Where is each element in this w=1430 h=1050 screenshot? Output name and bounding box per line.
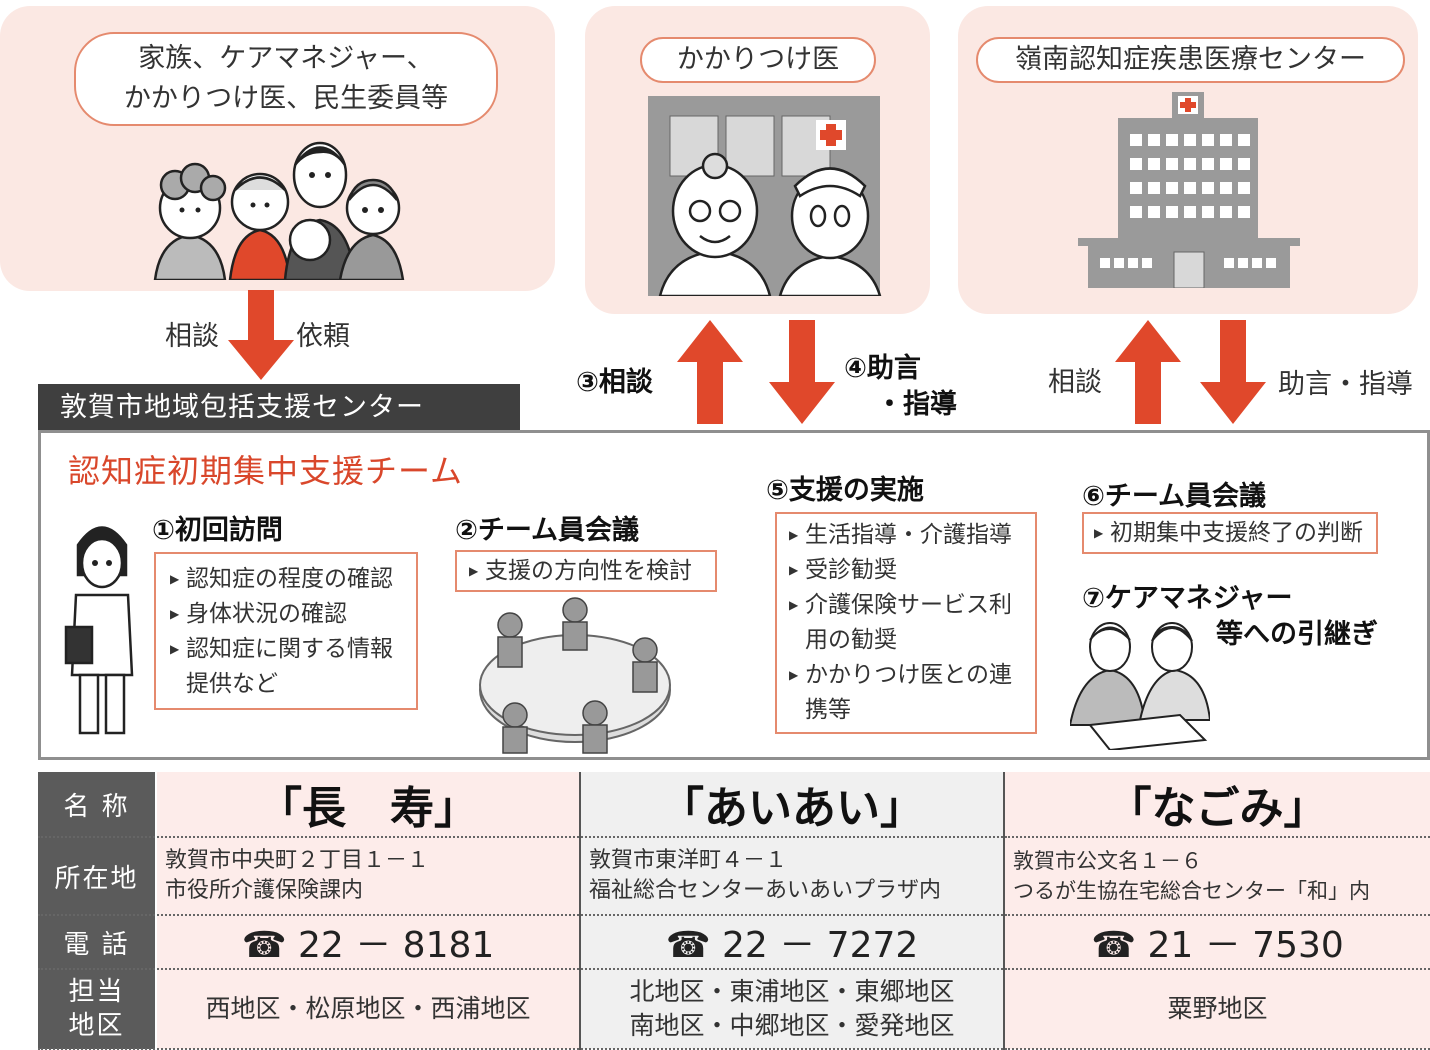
- center-area-2-line2: 南地区・中郷地区・愛発地区: [629, 1011, 955, 1040]
- medical-center-label: 嶺南認知症疾患医療センター: [976, 37, 1405, 83]
- center-consult-label: 相談: [1048, 367, 1102, 398]
- step5-item-6: 携等: [805, 697, 851, 723]
- center-name-2: 「あいあい」: [579, 772, 1004, 838]
- location-header: 所在地: [38, 837, 157, 916]
- step3-consult-label: ③相談: [576, 367, 653, 398]
- step5-item-3: 介護保険サービス利: [789, 588, 1035, 623]
- center-address-1: 敦賀市中央町２丁目１－１ 市役所介護保険課内: [155, 837, 580, 916]
- arrow-up-doctor: [677, 320, 743, 424]
- center-area-2: 北地区・東浦地区・東郷地区 南地区・中郷地区・愛発地区: [579, 969, 1004, 1050]
- support-center-title: 敦賀市地域包括支援センター: [38, 384, 520, 432]
- name-row: 名 称 「長 寿」 「あいあい」 「なごみ」: [38, 772, 1430, 838]
- center-area-3-line1: 粟野地区: [1167, 994, 1268, 1023]
- step1-item-3: 認知症に関する情報: [170, 632, 416, 667]
- step1-item-1: 認知症の程度の確認: [170, 562, 416, 597]
- hospital-icon: [1078, 92, 1300, 288]
- step5-box: 生活指導・介護指導 受診勧奨 介護保険サービス利 用の勧奨 かかりつけ医との連 …: [775, 512, 1037, 734]
- family-illustration: [153, 141, 405, 280]
- step6-item-1: 初期集中支援終了の判断: [1094, 516, 1376, 551]
- step7-title-line1: ⑦ケアマネジャー: [1082, 583, 1293, 614]
- step4-advice-label-1: ④助言: [844, 353, 921, 384]
- center-address-1-line1: 敦賀市中央町２丁目１－１: [165, 848, 430, 873]
- doctor-label: かかりつけ医: [640, 37, 876, 83]
- center-address-2: 敦賀市東洋町４－１ 福祉総合センターあいあいプラザ内: [579, 837, 1004, 916]
- area-header-line2: 地区: [68, 1011, 125, 1041]
- center-area-1: 西地区・松原地区・西浦地区: [155, 969, 580, 1050]
- center-address-3: 敦賀市公文名１－６ つるが生協在宅総合センター「和」内: [1003, 837, 1430, 916]
- location-row: 所在地 敦賀市中央町２丁目１－１ 市役所介護保険課内 敦賀市東洋町４－１ 福祉総…: [38, 837, 1430, 916]
- center-name-1: 「長 寿」: [155, 772, 580, 838]
- center-info-table: 名 称 「長 寿」 「あいあい」 「なごみ」 所在地 敦賀市中央町２丁目１－１ …: [38, 772, 1430, 1050]
- center-area-1-line1: 西地区・松原地区・西浦地区: [205, 994, 531, 1023]
- step5-title: ⑤支援の実施: [766, 475, 924, 506]
- meeting-illustration: [479, 597, 671, 754]
- step2-title: ②チーム員会議: [455, 515, 640, 546]
- family-line-2: かかりつけ医、民生委員等: [123, 83, 449, 114]
- area-row: 担当 地区 西地区・松原地区・西浦地区 北地区・東浦地区・東郷地区 南地区・中郷…: [38, 969, 1430, 1050]
- arrow-down-center: [1200, 320, 1266, 424]
- step5-item-4: 用の勧奨: [805, 627, 897, 653]
- step4-advice-label-2: ・指導: [876, 389, 957, 420]
- step1-item-2: 身体状況の確認: [170, 597, 416, 632]
- center-phone-3: ☎ 21 － 7530: [1003, 915, 1430, 970]
- center-phone-2: ☎ 22 － 7272: [579, 915, 1004, 970]
- area-header-line1: 担当: [68, 977, 125, 1007]
- handover-illustration: [1070, 622, 1210, 750]
- area-header: 担当 地区: [38, 969, 157, 1050]
- step5-item-5: かかりつけ医との連: [789, 658, 1035, 693]
- phone-row: 電 話 ☎ 22 － 8181 ☎ 22 － 7272 ☎ 21 － 7530: [38, 915, 1430, 970]
- team-title: 認知症初期集中支援チーム: [68, 452, 464, 490]
- center-name-3: 「なごみ」: [1003, 772, 1430, 838]
- phone-header: 電 話: [38, 915, 157, 970]
- step1-title: ①初回訪問: [152, 515, 283, 546]
- center-address-3-line1: 敦賀市公文名１－６: [1013, 849, 1202, 873]
- step2-item-1: 支援の方向性を検討: [469, 554, 715, 589]
- step5-item-2: 受診勧奨: [789, 553, 1035, 588]
- center-area-2-line1: 北地区・東浦地区・東郷地区: [629, 977, 955, 1006]
- step6-title: ⑥チーム員会議: [1082, 481, 1267, 512]
- family-label: 家族、ケアマネジャー、 かかりつけ医、民生委員等: [74, 32, 498, 126]
- name-header: 名 称: [38, 772, 157, 838]
- center-advice-label: 助言・指導: [1278, 369, 1413, 400]
- step6-box: 初期集中支援終了の判断: [1082, 512, 1378, 554]
- step1-item-4: 提供など: [186, 671, 278, 697]
- nurse-illustration: [64, 526, 134, 735]
- arrow-down-family: [228, 290, 294, 380]
- step5-item-1: 生活指導・介護指導: [789, 518, 1035, 553]
- arrow-up-center: [1115, 320, 1181, 424]
- clinic-illustration: [648, 96, 882, 296]
- step7-title-line2: 等への引継ぎ: [1216, 619, 1378, 650]
- center-phone-1: ☎ 22 － 8181: [155, 915, 580, 970]
- consult-label: 相談: [165, 321, 219, 352]
- arrow-down-doctor: [769, 320, 835, 424]
- center-address-3-line2: つるが生協在宅総合センター「和」内: [1013, 879, 1370, 903]
- request-label: 依頼: [296, 321, 350, 352]
- center-address-2-line2: 福祉総合センターあいあいプラザ内: [589, 878, 942, 903]
- family-line-1: 家族、ケアマネジャー、: [138, 43, 434, 74]
- center-address-1-line2: 市役所介護保険課内: [165, 878, 364, 903]
- center-area-3: 粟野地区: [1003, 969, 1430, 1050]
- step1-box: 認知症の程度の確認 身体状況の確認 認知症に関する情報 提供など: [154, 552, 418, 710]
- step2-box: 支援の方向性を検討: [455, 550, 717, 592]
- center-address-2-line1: 敦賀市東洋町４－１: [589, 848, 788, 873]
